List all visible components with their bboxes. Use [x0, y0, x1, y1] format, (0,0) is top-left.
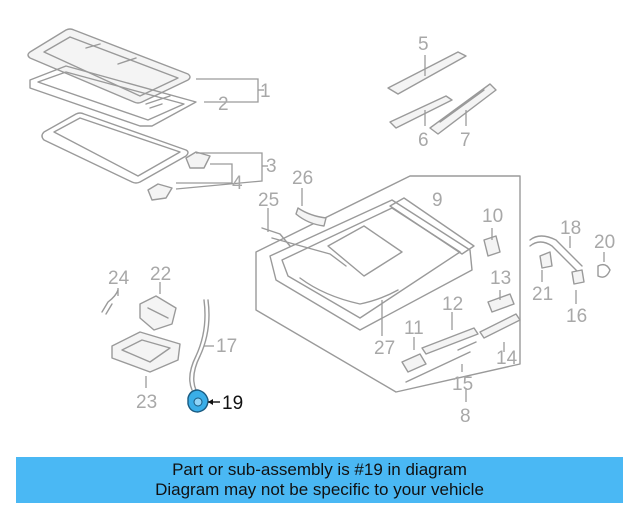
callout-16: 16: [566, 306, 587, 327]
clip-parts[interactable]: [539, 251, 611, 285]
callout-24: 24: [108, 268, 130, 289]
callout-26: 26: [292, 168, 313, 189]
glass-panel-part[interactable]: [27, 28, 191, 104]
part-24[interactable]: [101, 289, 119, 315]
callout-17: 17: [216, 336, 237, 357]
callout-20: 20: [594, 232, 615, 253]
part-26[interactable]: [295, 207, 327, 227]
callout-9: 9: [432, 190, 443, 211]
callout-6: 6: [418, 130, 429, 151]
callout-19: 19: [222, 393, 243, 414]
part-23[interactable]: [111, 331, 181, 373]
callout-12: 12: [442, 294, 463, 315]
roof-housing-part[interactable]: [255, 175, 521, 393]
part-19-highlighted[interactable]: [187, 389, 209, 413]
callout-22: 22: [150, 264, 171, 285]
callout-2: 2: [218, 94, 229, 115]
hose-part[interactable]: [529, 235, 583, 273]
callout-25: 25: [258, 190, 279, 211]
callout-4: 4: [232, 173, 243, 194]
callout-13: 13: [490, 268, 511, 289]
notice-part-number: Part or sub-assembly is #19 in diagram: [172, 460, 467, 479]
callout-1: 1: [260, 81, 271, 102]
small-parts[interactable]: [401, 293, 521, 383]
callout-3: 3: [266, 156, 277, 177]
part-22[interactable]: [139, 295, 177, 331]
part-25[interactable]: [261, 227, 291, 247]
drain-hose-part[interactable]: [189, 299, 210, 391]
bracket-part[interactable]: [147, 151, 211, 201]
callout-15: 15: [452, 374, 473, 395]
callout-8: 8: [460, 406, 471, 427]
callout-18: 18: [560, 218, 581, 239]
callout-10: 10: [482, 206, 503, 227]
seal-part[interactable]: [41, 112, 189, 184]
callout-11: 11: [404, 318, 424, 339]
diagram-notice-banner: Part or sub-assembly is #19 in diagram D…: [16, 457, 623, 503]
callout-21: 21: [532, 284, 553, 305]
notice-disclaimer: Diagram may not be specific to your vehi…: [155, 480, 484, 499]
callout-23: 23: [136, 392, 157, 413]
callout-7: 7: [460, 130, 471, 151]
callout-5: 5: [418, 34, 429, 55]
callout-14: 14: [496, 348, 518, 369]
rail-part[interactable]: [387, 51, 497, 135]
callout-27: 27: [374, 338, 395, 359]
glass-frame-part[interactable]: [29, 65, 197, 127]
